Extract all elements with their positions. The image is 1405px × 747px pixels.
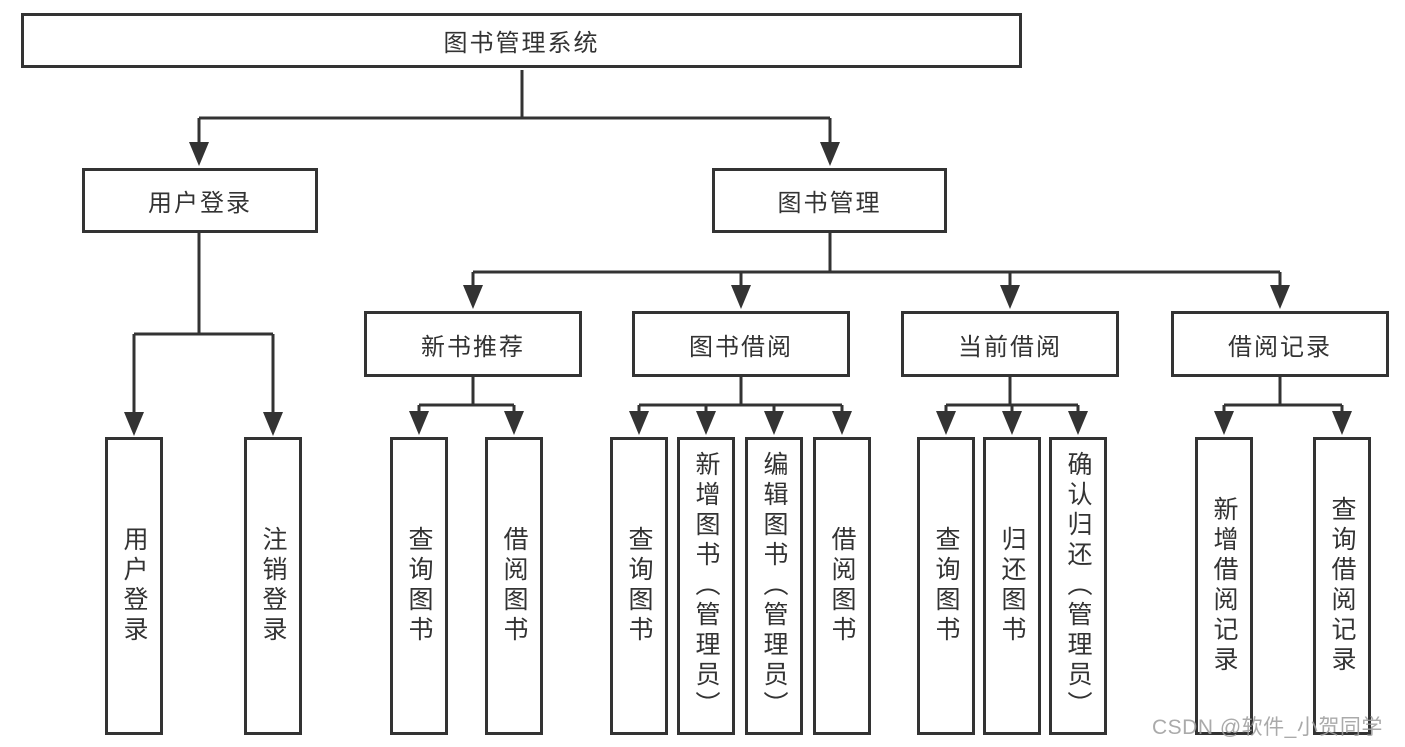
- connector-new-book-to-leaves: [409, 377, 524, 435]
- connector-book-borrow-to-leaves: [629, 377, 852, 435]
- node-book-borrow: 图书借阅: [632, 311, 850, 377]
- leaf-current-return-books: 归还图书: [983, 437, 1041, 735]
- leaf-current-query-books: 查询图书: [917, 437, 975, 735]
- node-book-management: 图书管理: [712, 168, 947, 233]
- leaf-current-confirm-return-admin: 确认归还（管理员）: [1049, 437, 1107, 735]
- leaf-logout: 注销登录: [244, 437, 302, 735]
- leaf-borrow-add-books-admin: 新增图书（管理员）: [677, 437, 735, 735]
- connector-current-borrow-to-leaves: [936, 377, 1088, 435]
- leaf-borrow-borrow-books: 借阅图书: [813, 437, 871, 735]
- node-root-library-system: 图书管理系统: [21, 13, 1022, 68]
- leaf-records-query-record: 查询借阅记录: [1313, 437, 1371, 735]
- node-user-login: 用户登录: [82, 168, 318, 233]
- connector-book-mgmt-to-groups: [463, 233, 1290, 309]
- leaf-user-login: 用户登录: [105, 437, 163, 735]
- leaf-newbook-borrow-books: 借阅图书: [485, 437, 543, 735]
- connector-borrow-records-to-leaves: [1214, 377, 1352, 435]
- node-borrow-records: 借阅记录: [1171, 311, 1389, 377]
- leaf-records-add-record: 新增借阅记录: [1195, 437, 1253, 735]
- connector-user-login-to-leaves: [124, 233, 283, 436]
- connector-root-to-branches: [189, 70, 840, 166]
- node-new-book-recommend: 新书推荐: [364, 311, 582, 377]
- csdn-watermark: CSDN @软件_小贺同学: [1152, 716, 1383, 739]
- leaf-borrow-query-books: 查询图书: [610, 437, 668, 735]
- leaf-newbook-query-books: 查询图书: [390, 437, 448, 735]
- leaf-borrow-edit-books-admin: 编辑图书（管理员）: [745, 437, 803, 735]
- node-current-borrow: 当前借阅: [901, 311, 1119, 377]
